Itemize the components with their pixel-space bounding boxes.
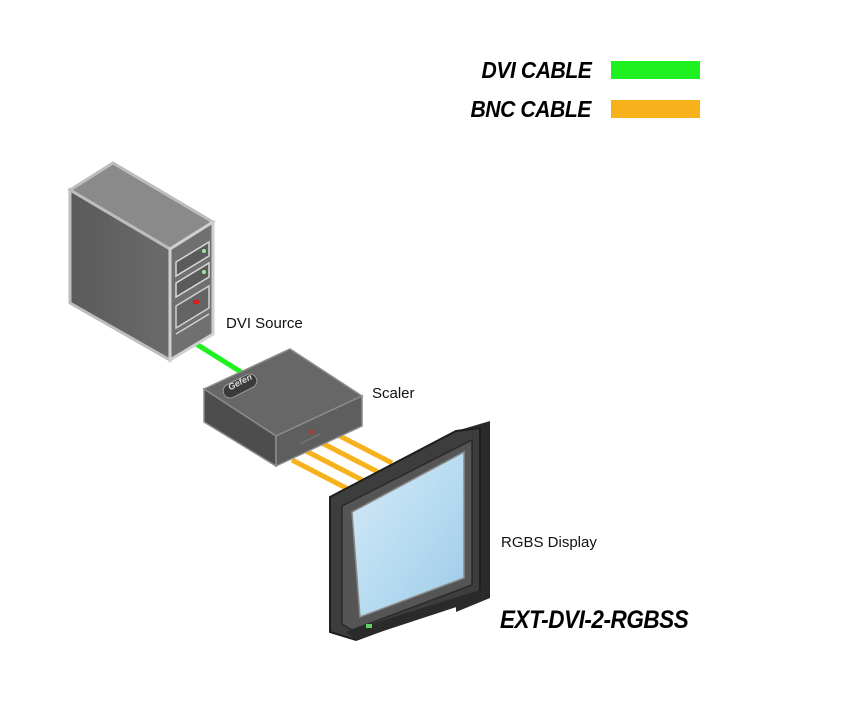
computer-tower-icon	[67, 161, 216, 363]
legend-dvi-label: DVI CABLE	[481, 57, 591, 83]
dvi-cable	[190, 339, 244, 375]
legend-bnc-swatch	[611, 100, 700, 118]
bnc-cables	[290, 430, 394, 493]
model-name: EXT-DVI-2-RGBSS	[500, 606, 689, 634]
rgbs-display-label: RGBS Display	[501, 534, 597, 551]
dvi-source-label: DVI Source	[226, 315, 303, 332]
legend-dvi-swatch	[611, 61, 700, 79]
legend-bnc-label: BNC CABLE	[470, 96, 592, 122]
scaler-label: Scaler	[372, 385, 415, 402]
scaler-box-icon	[202, 348, 364, 468]
display-monitor-icon	[329, 421, 490, 642]
